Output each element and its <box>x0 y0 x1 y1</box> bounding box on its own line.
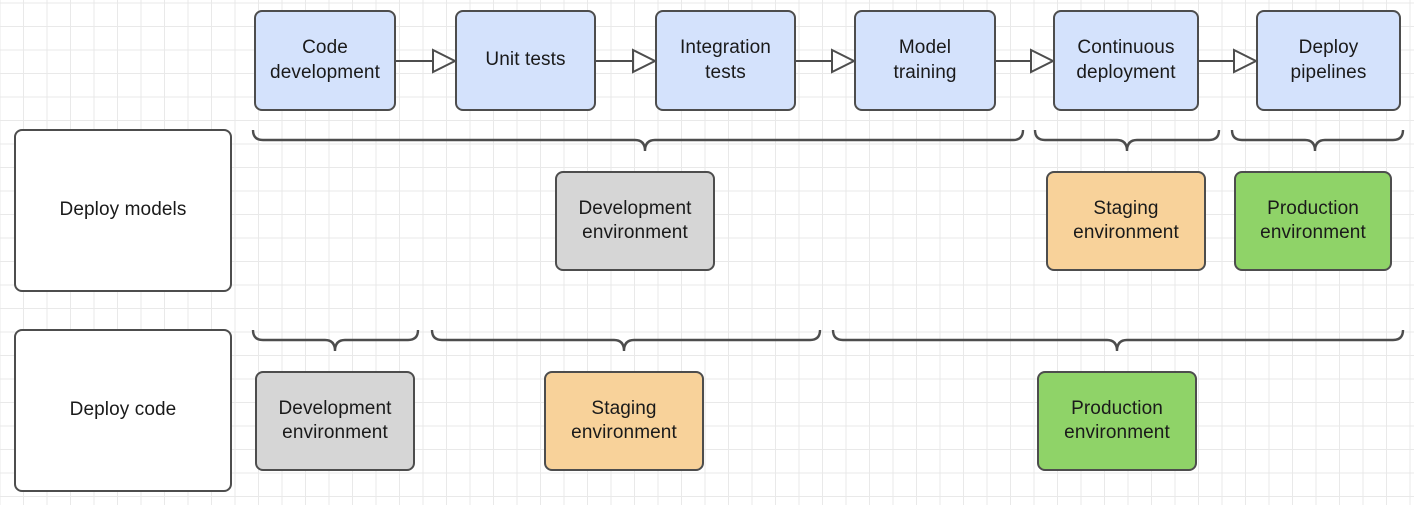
brace-models-production <box>1218 128 1414 162</box>
environment-box-code-staging-environment[interactable]: Staging environment <box>544 371 704 471</box>
arrow-continuous-deployment-to-deploy-pipelines <box>1199 46 1259 76</box>
brace-code-development <box>239 328 432 362</box>
pipeline-stage-integration-tests[interactable]: Integration tests <box>655 10 796 111</box>
row-label-deploy-models[interactable]: Deploy models <box>14 129 232 292</box>
environment-box-code-production-environment[interactable]: Production environment <box>1037 371 1197 471</box>
pipeline-stage-code-development[interactable]: Code development <box>254 10 396 111</box>
pipeline-stage-unit-tests[interactable]: Unit tests <box>455 10 596 111</box>
environment-box-code-development-environment[interactable]: Development environment <box>255 371 415 471</box>
row-label-deploy-code[interactable]: Deploy code <box>14 329 232 492</box>
environment-box-models-development-environment[interactable]: Development environment <box>555 171 715 271</box>
brace-models-staging <box>1021 128 1233 162</box>
environment-box-models-production-environment[interactable]: Production environment <box>1234 171 1392 271</box>
arrow-code-development-to-unit-tests <box>396 46 458 76</box>
brace-models-development <box>239 128 1037 162</box>
pipeline-stage-continuous-deployment[interactable]: Continuous deployment <box>1053 10 1199 111</box>
arrow-model-training-to-continuous-deployment <box>996 46 1056 76</box>
pipeline-stage-deploy-pipelines[interactable]: Deploy pipelines <box>1256 10 1401 111</box>
arrow-unit-tests-to-integration-tests <box>596 46 658 76</box>
arrow-integration-tests-to-model-training <box>796 46 857 76</box>
pipeline-stage-model-training[interactable]: Model training <box>854 10 996 111</box>
environment-box-models-staging-environment[interactable]: Staging environment <box>1046 171 1206 271</box>
brace-code-production <box>819 328 1414 362</box>
brace-code-staging <box>418 328 834 362</box>
